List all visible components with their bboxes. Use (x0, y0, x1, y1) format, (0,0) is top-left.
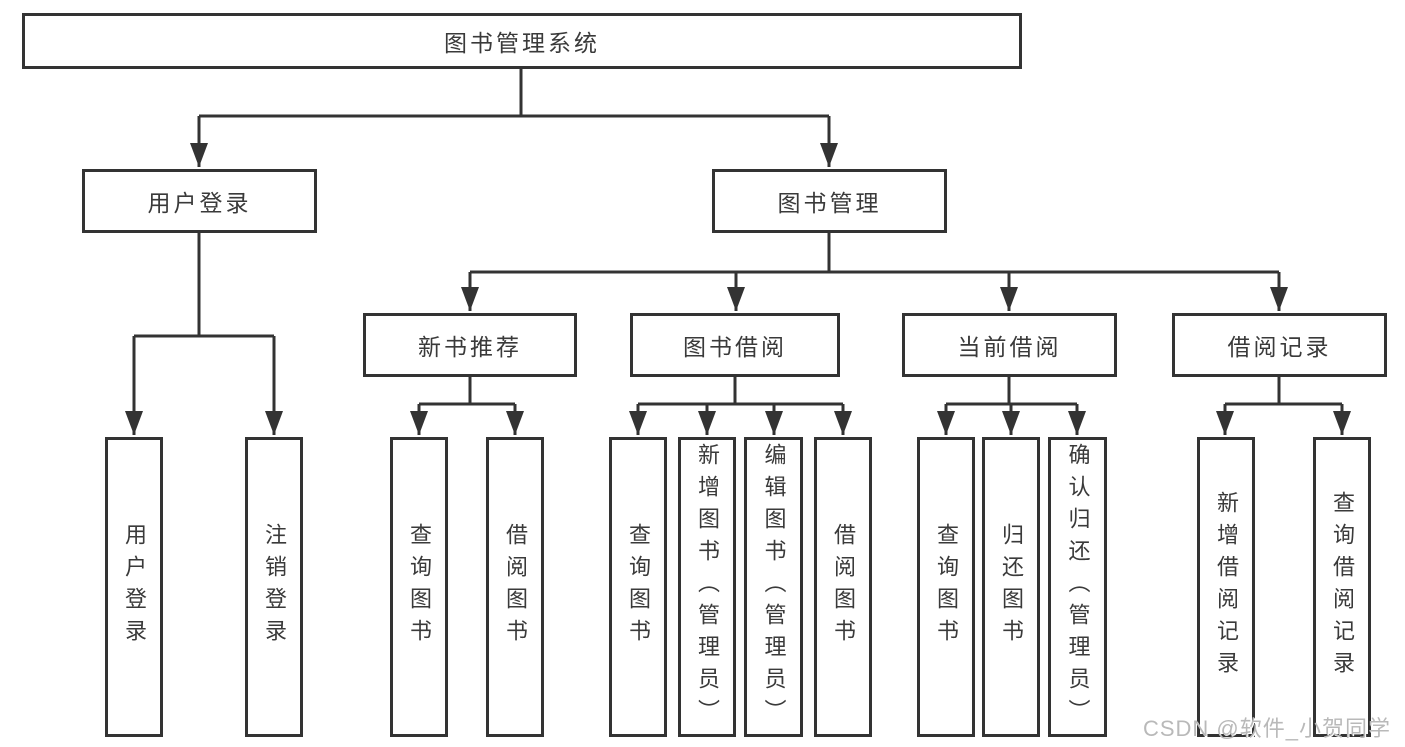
connector-user-login-split (132, 233, 276, 435)
leaf-query-books-recommend: 查询图书 (390, 437, 448, 737)
arrow-down-icon (937, 411, 955, 435)
node-library-management-system: 图书管理系统 (22, 13, 1022, 69)
arrow-down-icon (765, 411, 783, 435)
leaf-user-login: 用户登录 (105, 437, 163, 737)
leaf-query-books-borrowing: 查询图书 (609, 437, 667, 737)
arrow-down-icon (1270, 287, 1288, 311)
arrow-down-icon (265, 411, 283, 435)
connector-new-book-split (417, 377, 517, 435)
arrow-down-icon (834, 411, 852, 435)
node-new-book-recommendation: 新书推荐 (363, 313, 577, 377)
node-borrowing-records: 借阅记录 (1172, 313, 1387, 377)
arrow-down-icon (506, 411, 524, 435)
arrow-down-icon (1333, 411, 1351, 435)
arrow-down-icon (125, 411, 143, 435)
arrow-down-icon (1068, 411, 1086, 435)
leaf-borrow-books-borrowing: 借阅图书 (814, 437, 872, 737)
leaf-add-borrow-record: 新增借阅记录 (1197, 437, 1255, 737)
connector-borrowing-records-split (1223, 377, 1344, 435)
arrow-down-icon (461, 287, 479, 311)
connector-root-split (197, 69, 831, 167)
leaf-query-books-current: 查询图书 (917, 437, 975, 737)
arrow-down-icon (727, 287, 745, 311)
arrow-down-icon (410, 411, 428, 435)
arrow-down-icon (1002, 411, 1020, 435)
arrow-down-icon (1000, 287, 1018, 311)
csdn-watermark: CSDN @软件_小贺同学 (1142, 716, 1391, 741)
leaf-borrow-books-recommend: 借阅图书 (486, 437, 544, 737)
arrow-down-icon (698, 411, 716, 435)
connector-book-management-split (468, 233, 1281, 311)
connector-book-borrowing-split (636, 377, 845, 435)
node-user-login: 用户登录 (82, 169, 317, 233)
arrow-down-icon (1216, 411, 1234, 435)
leaf-confirm-return-admin: 确认归还（管理员） (1048, 437, 1107, 737)
leaf-return-books: 归还图书 (982, 437, 1040, 737)
leaf-logout-login: 注销登录 (245, 437, 303, 737)
node-book-borrowing: 图书借阅 (630, 313, 840, 377)
node-book-management: 图书管理 (712, 169, 947, 233)
leaf-add-books-admin: 新增图书（管理员） (678, 437, 736, 737)
node-current-borrowing: 当前借阅 (902, 313, 1117, 377)
leaf-edit-books-admin: 编辑图书（管理员） (744, 437, 803, 737)
arrow-down-icon (190, 143, 208, 167)
arrow-down-icon (629, 411, 647, 435)
arrow-down-icon (820, 143, 838, 167)
leaf-query-borrow-record: 查询借阅记录 (1313, 437, 1371, 737)
